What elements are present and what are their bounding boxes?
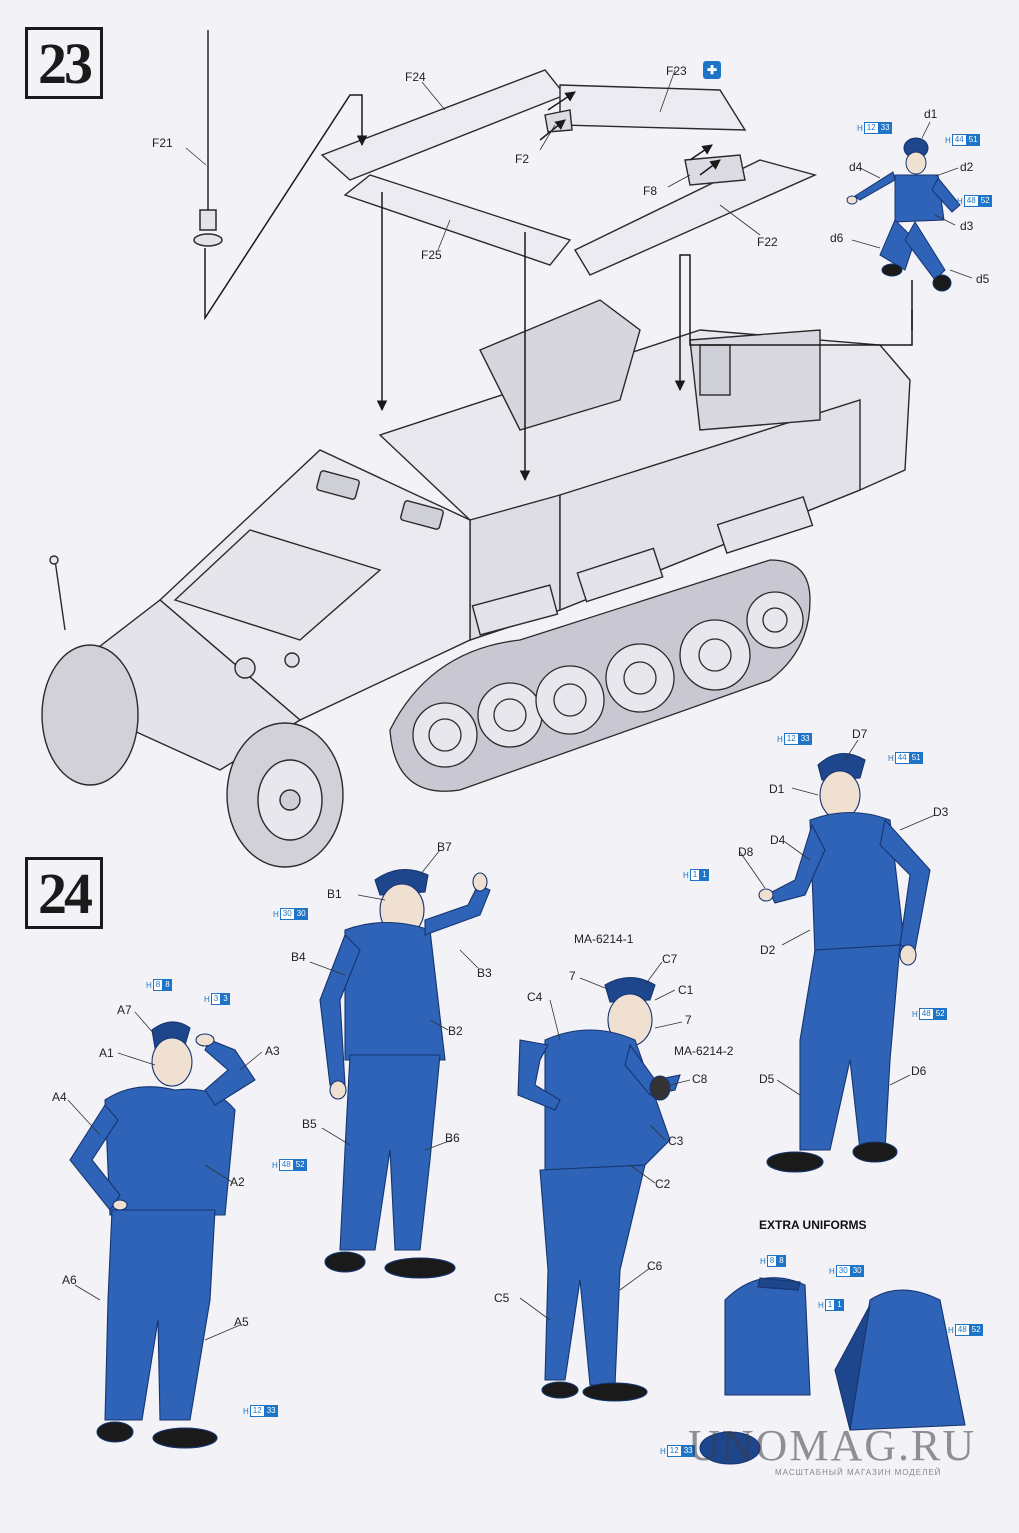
part-label-B3: B3	[477, 966, 492, 980]
part-label-A7: A7	[117, 1003, 132, 1017]
figure-A	[69, 1021, 256, 1449]
part-label-ma-6214-1: MA-6214-1	[574, 932, 634, 946]
watermark-tagline: МАСШТАБНЫЙ МАГАЗИН МОДЕЛЕЙ	[775, 1468, 942, 1477]
front-wheels	[41, 644, 344, 868]
part-label-C1: C1	[678, 983, 694, 997]
part-label-A2: A2	[230, 1175, 245, 1189]
part-label-d2: d2	[960, 160, 974, 174]
part-label-d6: d6	[830, 231, 844, 245]
part-label-C3: C3	[668, 1134, 684, 1148]
part-label-D2: D2	[760, 943, 776, 957]
step-24-number: 24	[25, 857, 103, 929]
part-label-B7: B7	[437, 840, 452, 854]
part-label-B1: B1	[327, 887, 342, 901]
armor-panels	[320, 69, 818, 276]
figure-C	[517, 976, 681, 1402]
seated-figure	[846, 137, 961, 292]
part-label-D7: D7	[852, 727, 868, 741]
part-label-C2: C2	[655, 1177, 671, 1191]
part-label-A3: A3	[265, 1044, 280, 1058]
extra-uniform-cap	[699, 1431, 761, 1465]
figure-D	[758, 753, 931, 1173]
part-label-D1: D1	[769, 782, 785, 796]
antenna-F21	[193, 30, 223, 247]
watermark-logo: UNOMAG.RU	[688, 1421, 977, 1470]
part-label-C7: C7	[662, 952, 678, 966]
part-label-D3: D3	[933, 805, 949, 819]
part-label-D4: D4	[770, 833, 786, 847]
panel-F25	[343, 174, 572, 266]
part-label-7-lower: 7	[685, 1013, 692, 1027]
halftrack-vehicle	[49, 299, 911, 771]
part-label-C5: C5	[494, 1291, 510, 1305]
extra-uniform-jacket	[834, 1289, 966, 1431]
part-label-D6: D6	[911, 1064, 927, 1078]
figure-B	[319, 869, 491, 1279]
part-label-B2: B2	[448, 1024, 463, 1038]
extra-uniforms-title: EXTRA UNIFORMS	[759, 1218, 867, 1232]
part-label-7-upper: 7	[569, 969, 576, 983]
panel-F23	[559, 84, 747, 131]
part-label-C6: C6	[647, 1259, 663, 1273]
part-label-ma-6214-2: MA-6214-2	[674, 1044, 734, 1058]
part-label-F22: F22	[757, 235, 778, 249]
extra-uniform-trousers	[724, 1277, 811, 1396]
part-label-d3: d3	[960, 219, 974, 233]
part-label-A4: A4	[52, 1090, 67, 1104]
track-assembly	[389, 559, 811, 792]
part-label-C4: C4	[527, 990, 543, 1004]
part-label-F25: F25	[421, 248, 442, 262]
panel-F22	[574, 159, 818, 276]
part-label-B4: B4	[291, 950, 306, 964]
assembly-arrows	[204, 91, 913, 482]
part-label-F24: F24	[405, 70, 426, 84]
leader-lines	[67, 69, 973, 1341]
part-label-F23: F23	[666, 64, 687, 78]
step-23-number: 23	[25, 27, 103, 99]
part-label-d5: d5	[976, 272, 990, 286]
part-label-A6: A6	[62, 1273, 77, 1287]
part-label-B5: B5	[302, 1117, 317, 1131]
part-label-d1: d1	[924, 107, 938, 121]
part-label-A1: A1	[99, 1046, 114, 1060]
cement-icon: ✚	[703, 61, 721, 79]
part-label-F21: F21	[152, 136, 173, 150]
part-label-d4: d4	[849, 160, 863, 174]
part-label-A5: A5	[234, 1315, 249, 1329]
part-label-C8: C8	[692, 1072, 708, 1086]
part-label-F2: F2	[515, 152, 530, 166]
part-label-D5: D5	[759, 1072, 775, 1086]
part-label-B6: B6	[445, 1131, 460, 1145]
part-label-D8: D8	[738, 845, 754, 859]
part-label-F8: F8	[643, 184, 658, 198]
